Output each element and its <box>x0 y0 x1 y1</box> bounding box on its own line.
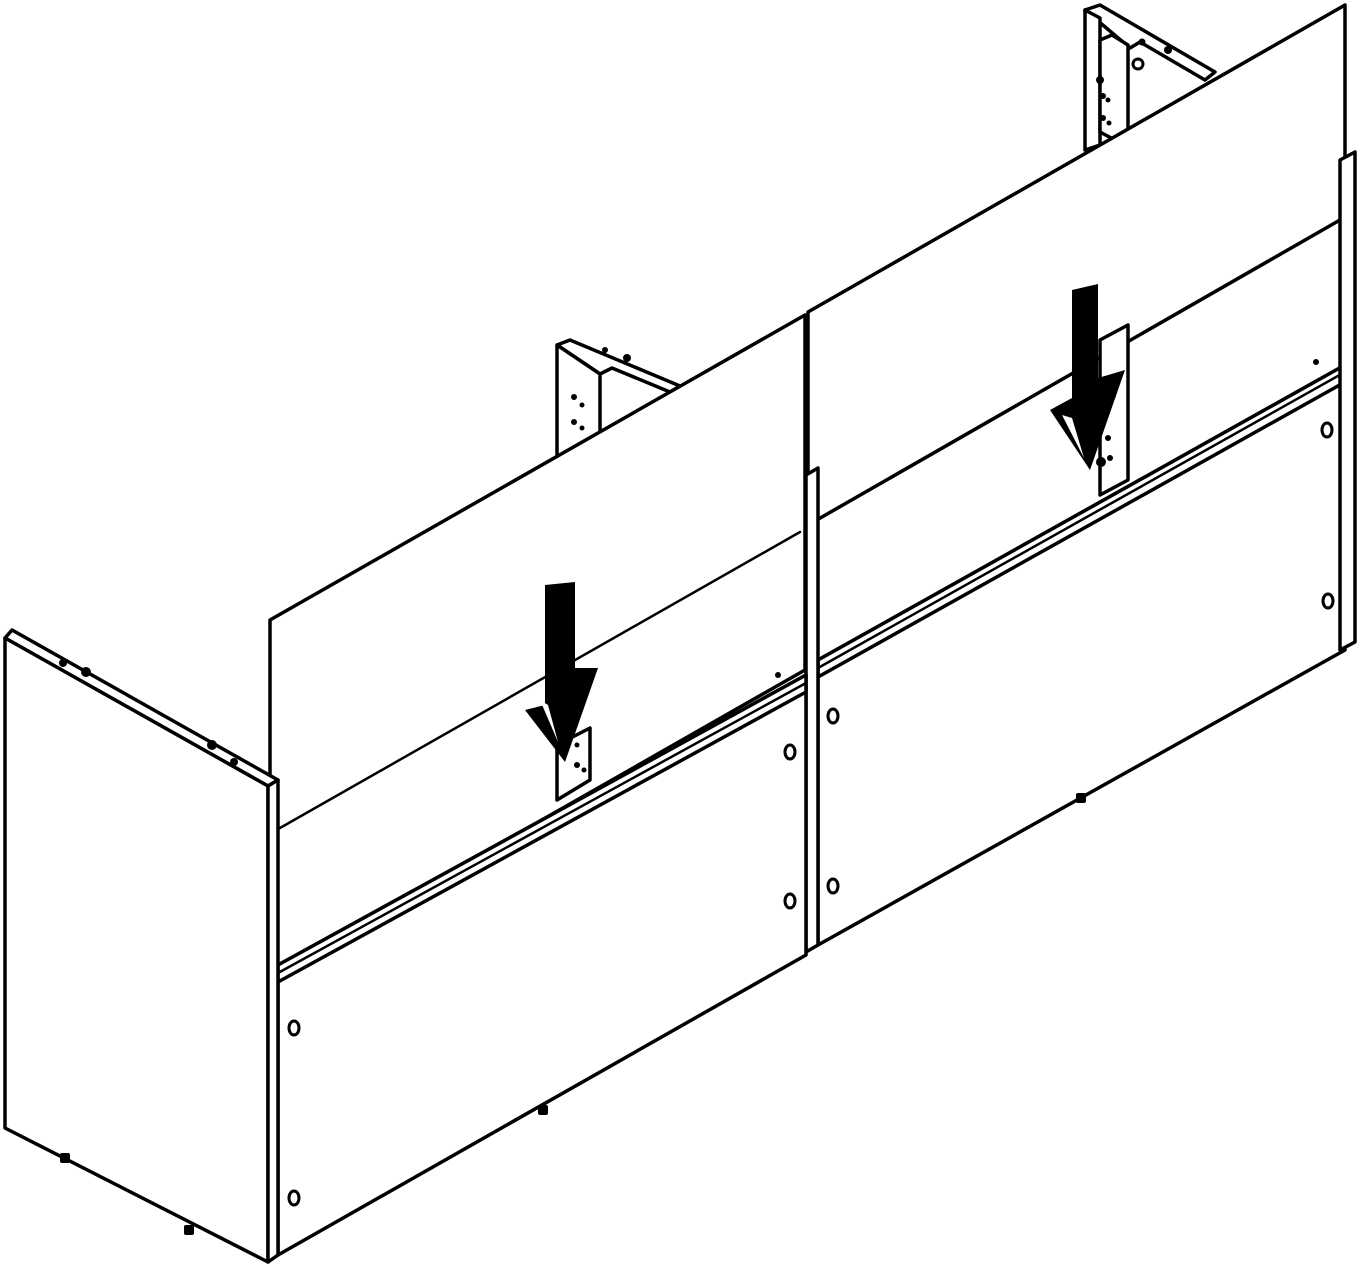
side-panel-left <box>3 628 280 1264</box>
insert-arrow-right <box>1050 284 1125 470</box>
rear-post-right <box>1083 3 1217 152</box>
insert-arrow-left <box>525 582 598 762</box>
middle-divider <box>804 150 1357 954</box>
front-panel-left <box>276 673 808 1257</box>
